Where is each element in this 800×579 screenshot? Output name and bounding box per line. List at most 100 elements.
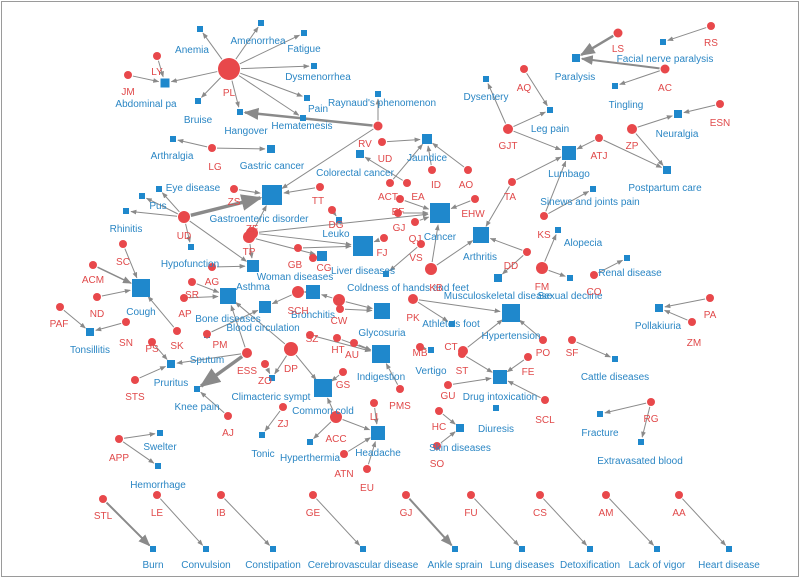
disease-node-pollakiuria[interactable]: [655, 304, 663, 312]
disease-node-asthma[interactable]: [247, 260, 259, 272]
disease-node-burn[interactable]: [150, 546, 156, 552]
disease-node-arthralgia[interactable]: [170, 136, 176, 142]
disease-node-hyperthermia[interactable]: [307, 439, 313, 445]
herb-node-eu[interactable]: [363, 465, 371, 473]
herb-node-rs[interactable]: [707, 22, 715, 30]
disease-node-cerebrovascular[interactable]: [360, 546, 366, 552]
disease-node-hypofunction[interactable]: [188, 244, 194, 250]
herb-node-zm[interactable]: [688, 318, 696, 326]
herb-node-pm[interactable]: [203, 330, 211, 338]
disease-node-headache[interactable]: [371, 426, 385, 440]
disease-node-musculoskeletal[interactable]: [494, 274, 502, 282]
herb-node-dd[interactable]: [523, 248, 531, 256]
herb-node-dg[interactable]: [328, 206, 336, 214]
herb-node-app[interactable]: [115, 435, 123, 443]
herb-node-ge[interactable]: [309, 491, 317, 499]
disease-node-lungdiseases[interactable]: [519, 546, 525, 552]
disease-node-constipation[interactable]: [270, 546, 276, 552]
herb-node-am[interactable]: [602, 491, 610, 499]
disease-node-neuralgia[interactable]: [674, 110, 682, 118]
disease-node-commoncold[interactable]: [314, 379, 332, 397]
herb-node-kb[interactable]: [425, 263, 437, 275]
herb-node-aj[interactable]: [224, 412, 232, 420]
disease-node-raynaud[interactable]: [375, 91, 381, 97]
herb-node-au[interactable]: [350, 339, 358, 347]
herb-node-nd[interactable]: [93, 293, 101, 301]
disease-node-hangover[interactable]: [237, 109, 243, 115]
disease-node-eyedisease[interactable]: [156, 186, 162, 192]
herb-node-cs[interactable]: [536, 491, 544, 499]
herb-node-jm[interactable]: [124, 71, 132, 79]
disease-node-anemia[interactable]: [197, 26, 203, 32]
herb-node-zs[interactable]: [230, 185, 238, 193]
herb-node-id[interactable]: [428, 166, 436, 174]
disease-node-gastriccancer[interactable]: [267, 145, 275, 153]
herb-node-ks[interactable]: [540, 212, 548, 220]
disease-node-anklesprain[interactable]: [452, 546, 458, 552]
herb-node-le[interactable]: [153, 491, 161, 499]
herb-node-pa[interactable]: [706, 294, 714, 302]
disease-node-tonic[interactable]: [259, 432, 265, 438]
herb-node-atj[interactable]: [595, 134, 603, 142]
herb-node-atn[interactable]: [340, 450, 348, 458]
herb-node-tt[interactable]: [316, 183, 324, 191]
disease-node-bloodcirculation[interactable]: [259, 301, 271, 313]
herb-node-sts[interactable]: [131, 376, 139, 384]
disease-node-sexualdecline[interactable]: [567, 275, 573, 281]
disease-node-bronchitis[interactable]: [306, 285, 320, 299]
herb-node-fj[interactable]: [380, 234, 388, 242]
disease-node-paralysis[interactable]: [572, 54, 580, 62]
herb-node-sk[interactable]: [173, 327, 181, 335]
herb-node-gs[interactable]: [339, 368, 347, 376]
disease-node-indigestion[interactable]: [372, 345, 390, 363]
herb-node-esn[interactable]: [716, 100, 724, 108]
disease-node-arthritis[interactable]: [473, 227, 489, 243]
herb-node-zp[interactable]: [627, 124, 637, 134]
herb-node-fm[interactable]: [536, 262, 548, 274]
herb-node-cg[interactable]: [309, 254, 317, 262]
herb-node-ib[interactable]: [217, 491, 225, 499]
herb-node-ao[interactable]: [464, 166, 472, 174]
disease-node-sinews[interactable]: [590, 186, 596, 192]
disease-node-womandiseases[interactable]: [317, 251, 327, 261]
disease-node-diuresis[interactable]: [493, 405, 499, 411]
herb-node-zo[interactable]: [261, 360, 269, 368]
herb-node-sch[interactable]: [292, 286, 304, 298]
herb-node-gj[interactable]: [402, 491, 410, 499]
herb-node-ea[interactable]: [403, 179, 411, 187]
herb-node-ehw[interactable]: [471, 195, 479, 203]
disease-node-drugintox[interactable]: [493, 370, 507, 384]
herb-node-co[interactable]: [590, 271, 598, 279]
herb-node-ess[interactable]: [242, 348, 252, 358]
herb-node-sr[interactable]: [188, 278, 196, 286]
herb-node-stl[interactable]: [99, 495, 107, 503]
disease-node-amenorrhea[interactable]: [258, 20, 264, 26]
disease-node-pruritus[interactable]: [167, 360, 175, 368]
disease-node-bruise[interactable]: [195, 98, 201, 104]
herb-node-gb[interactable]: [294, 244, 302, 252]
disease-node-alopecia[interactable]: [555, 227, 561, 233]
disease-node-tingling[interactable]: [612, 83, 618, 89]
disease-node-convulsion[interactable]: [203, 546, 209, 552]
disease-node-heartdisease[interactable]: [726, 546, 732, 552]
herb-node-ht[interactable]: [333, 334, 341, 342]
disease-node-tonsillitis[interactable]: [86, 328, 94, 336]
herb-node-fu[interactable]: [467, 491, 475, 499]
herb-node-hc[interactable]: [435, 407, 443, 415]
disease-node-bonediseases[interactable]: [220, 288, 236, 304]
herb-node-pk[interactable]: [408, 294, 418, 304]
herb-node-ac[interactable]: [661, 65, 670, 74]
herb-node-sn[interactable]: [122, 318, 130, 326]
herb-node-gjt[interactable]: [503, 124, 513, 134]
herb-node-lg[interactable]: [208, 144, 216, 152]
disease-node-vertigo[interactable]: [428, 347, 434, 353]
herb-node-ud[interactable]: [178, 211, 190, 223]
herb-node-rv[interactable]: [374, 122, 383, 131]
disease-node-skindiseases[interactable]: [456, 424, 464, 432]
disease-node-dysentery[interactable]: [483, 76, 489, 82]
disease-node-gastrodisorder[interactable]: [262, 185, 282, 205]
herb-node-gu[interactable]: [444, 381, 452, 389]
herb-node-ta[interactable]: [508, 178, 516, 186]
disease-node-hypertension[interactable]: [502, 304, 520, 322]
disease-node-liverdiseases[interactable]: [353, 236, 373, 256]
